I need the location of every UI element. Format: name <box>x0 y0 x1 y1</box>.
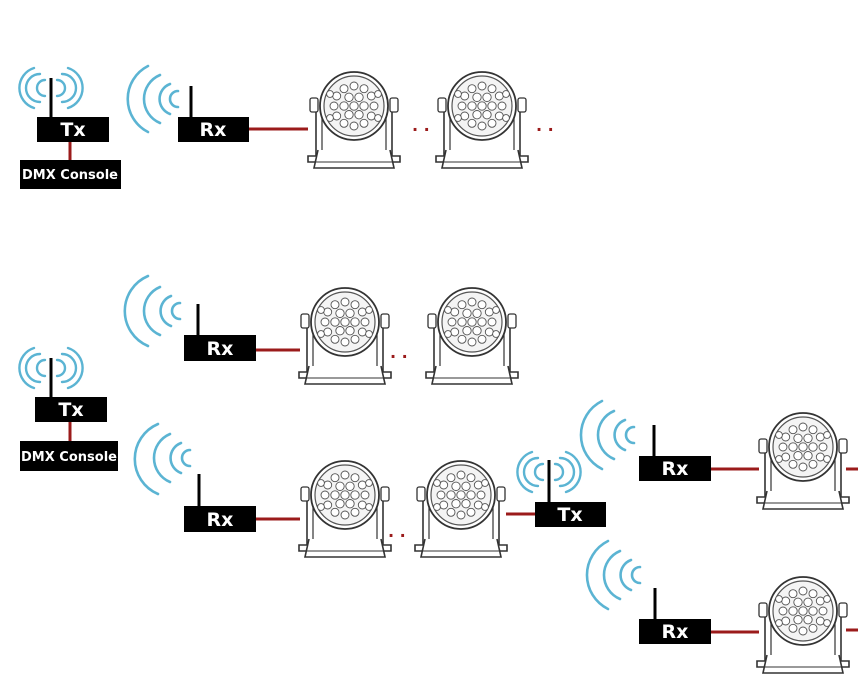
rx-label: Rx <box>662 458 689 480</box>
rx-receiver-right-1: Rx <box>579 399 711 481</box>
rx-receiver-branch-1: Rx <box>123 274 256 361</box>
tx-label: Tx <box>58 399 83 421</box>
rx-label: Rx <box>207 338 234 360</box>
dmx-console-label: DMX Console <box>22 168 118 183</box>
chain-dots: . . <box>390 343 408 362</box>
broadcast-waves-icon <box>516 450 582 494</box>
rx-label: Rx <box>207 509 234 531</box>
broadcast-waves-icon <box>18 346 84 390</box>
led-par-fixture <box>307 71 401 169</box>
wireless-signal-icon <box>133 422 192 496</box>
wireless-signal-icon <box>585 539 642 611</box>
led-par-fixture <box>435 71 529 169</box>
chain-dots: . . <box>388 522 406 541</box>
wireless-signal-icon <box>126 64 180 134</box>
chain-dots: . . <box>536 116 554 135</box>
tx-label: Tx <box>557 504 582 526</box>
led-par-fixture <box>298 287 392 385</box>
wireless-signal-icon <box>579 399 636 471</box>
dmx-console-label: DMX Console <box>21 450 117 465</box>
led-par-fixture <box>756 412 850 510</box>
rx-label: Rx <box>200 119 227 141</box>
wireless-signal-icon <box>123 274 182 348</box>
tx-transmitter-bottom: Tx DMX Console <box>18 346 118 471</box>
led-par-fixture <box>414 460 508 558</box>
rx-receiver-branch-2: Rx <box>133 422 256 532</box>
broadcast-waves-icon <box>18 66 84 110</box>
tx-repeater: Tx <box>516 450 606 527</box>
tx-transmitter-top: Tx DMX Console <box>18 66 121 189</box>
led-par-fixture <box>756 576 850 674</box>
led-par-fixture <box>425 287 519 385</box>
chain-dots: . . <box>412 116 430 135</box>
rx-receiver-right-2: Rx <box>585 539 711 644</box>
rx-receiver-top: Rx <box>126 64 249 142</box>
rx-label: Rx <box>662 621 689 643</box>
tx-label: Tx <box>60 119 85 141</box>
led-par-fixture <box>298 460 392 558</box>
